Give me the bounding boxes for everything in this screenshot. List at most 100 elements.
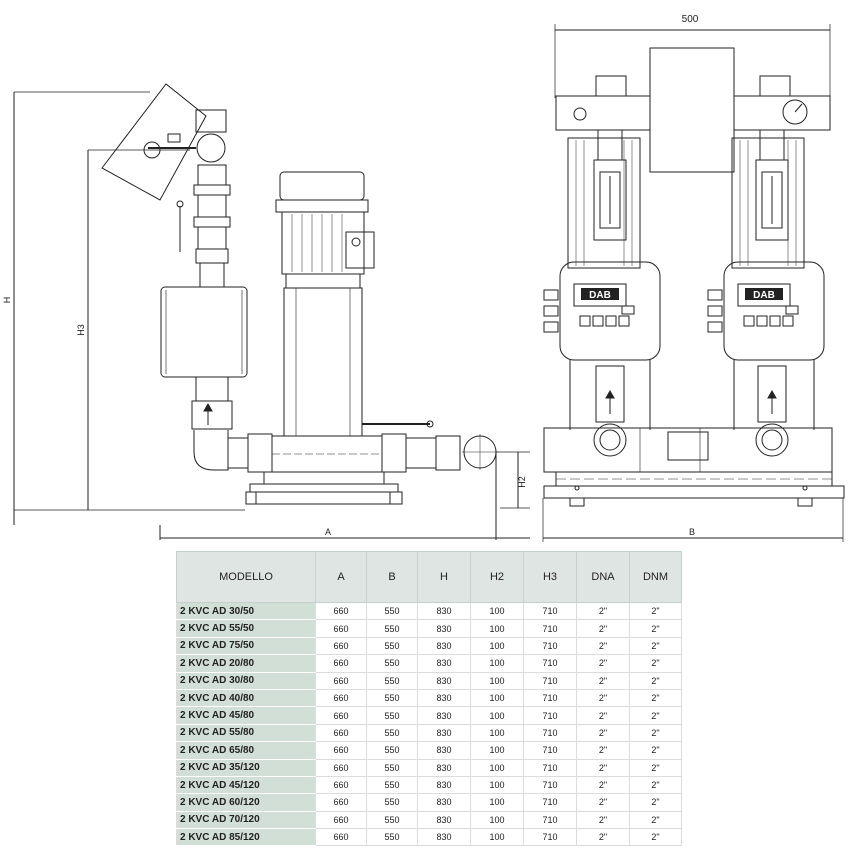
value-cell: 100 [470, 671, 524, 690]
value-cell: 660 [315, 810, 367, 830]
value-cell: 550 [366, 775, 418, 795]
dimension-label-a: A [325, 527, 331, 537]
value-cell: 2" [629, 671, 682, 690]
value-cell: 710 [523, 775, 577, 795]
value-cell: 830 [417, 758, 471, 777]
value-cell: 550 [366, 706, 418, 725]
dimension-label-width: 500 [682, 14, 699, 25]
value-cell: 710 [523, 706, 577, 725]
value-cell: 550 [366, 793, 418, 812]
value-cell: 100 [470, 828, 524, 847]
value-cell: 710 [523, 810, 577, 830]
value-cell: 830 [417, 706, 471, 725]
value-cell: 2" [576, 758, 630, 777]
value-cell: 710 [523, 601, 577, 621]
model-cell: 2 KVC AD 45/120 [176, 775, 316, 795]
dimensions-table: MODELLO A B H H2 H3 DNA DNM 2 KVC AD 30/… [176, 551, 682, 847]
model-cell: 2 KVC AD 85/120 [176, 828, 316, 847]
value-cell: 2" [576, 654, 630, 673]
value-cell: 830 [417, 654, 471, 673]
value-cell: 100 [470, 741, 524, 760]
value-cell: 2" [576, 688, 630, 708]
model-cell: 2 KVC AD 30/80 [176, 671, 316, 690]
value-cell: 2" [629, 775, 682, 795]
value-cell: 2" [576, 828, 630, 847]
model-cell: 2 KVC AD 75/50 [176, 636, 316, 656]
value-cell: 550 [366, 619, 418, 638]
value-cell: 100 [470, 723, 524, 743]
value-cell: 710 [523, 619, 577, 638]
value-cell: 830 [417, 775, 471, 795]
table-header-row: MODELLO A B H H2 H3 DNA DNM [176, 551, 682, 603]
value-cell: 550 [366, 758, 418, 777]
column-header: MODELLO [176, 551, 316, 603]
technical-drawing: DAB DAB 500 H H3 H2 A B [2, 14, 845, 542]
value-cell: 550 [366, 654, 418, 673]
value-cell: 710 [523, 758, 577, 777]
value-cell: 550 [366, 741, 418, 760]
value-cell: 2" [576, 671, 630, 690]
column-header: DNA [576, 551, 630, 603]
value-cell: 550 [366, 601, 418, 621]
value-cell: 2" [629, 601, 682, 621]
value-cell: 2" [629, 654, 682, 673]
value-cell: 830 [417, 828, 471, 847]
model-cell: 2 KVC AD 55/50 [176, 619, 316, 638]
model-cell: 2 KVC AD 45/80 [176, 706, 316, 725]
value-cell: 550 [366, 810, 418, 830]
value-cell: 660 [315, 741, 367, 760]
value-cell: 2" [629, 810, 682, 830]
value-cell: 550 [366, 688, 418, 708]
value-cell: 830 [417, 688, 471, 708]
value-cell: 710 [523, 636, 577, 656]
model-cell: 2 KVC AD 20/80 [176, 654, 316, 673]
value-cell: 100 [470, 810, 524, 830]
model-cell: 2 KVC AD 30/50 [176, 601, 316, 621]
value-cell: 100 [470, 636, 524, 656]
value-cell: 830 [417, 636, 471, 656]
value-cell: 660 [315, 775, 367, 795]
value-cell: 710 [523, 671, 577, 690]
column-header: H2 [470, 551, 524, 603]
value-cell: 2" [576, 741, 630, 760]
side-view [13, 83, 530, 540]
dab-logo: DAB [745, 288, 783, 301]
value-cell: 2" [629, 706, 682, 725]
value-cell: 2" [576, 793, 630, 812]
dimension-label-h2: H2 [517, 476, 527, 488]
value-cell: 550 [366, 723, 418, 743]
value-cell: 660 [315, 688, 367, 708]
model-cell: 2 KVC AD 60/120 [176, 793, 316, 812]
value-cell: 710 [523, 741, 577, 760]
value-cell: 2" [629, 688, 682, 708]
value-cell: 660 [315, 636, 367, 656]
value-cell: 830 [417, 741, 471, 760]
value-cell: 710 [523, 793, 577, 812]
value-cell: 830 [417, 793, 471, 812]
value-cell: 2" [629, 828, 682, 847]
value-cell: 710 [523, 828, 577, 847]
value-cell: 2" [629, 619, 682, 638]
column-header: H3 [523, 551, 577, 603]
column-header: A [315, 551, 367, 603]
value-cell: 2" [576, 636, 630, 656]
value-cell: 830 [417, 671, 471, 690]
value-cell: 550 [366, 671, 418, 690]
value-cell: 710 [523, 654, 577, 673]
value-cell: 710 [523, 688, 577, 708]
value-cell: 830 [417, 619, 471, 638]
value-cell: 2" [576, 723, 630, 743]
svg-text:DAB: DAB [589, 290, 611, 301]
value-cell: 660 [315, 723, 367, 743]
value-cell: 100 [470, 706, 524, 725]
value-cell: 660 [315, 601, 367, 621]
